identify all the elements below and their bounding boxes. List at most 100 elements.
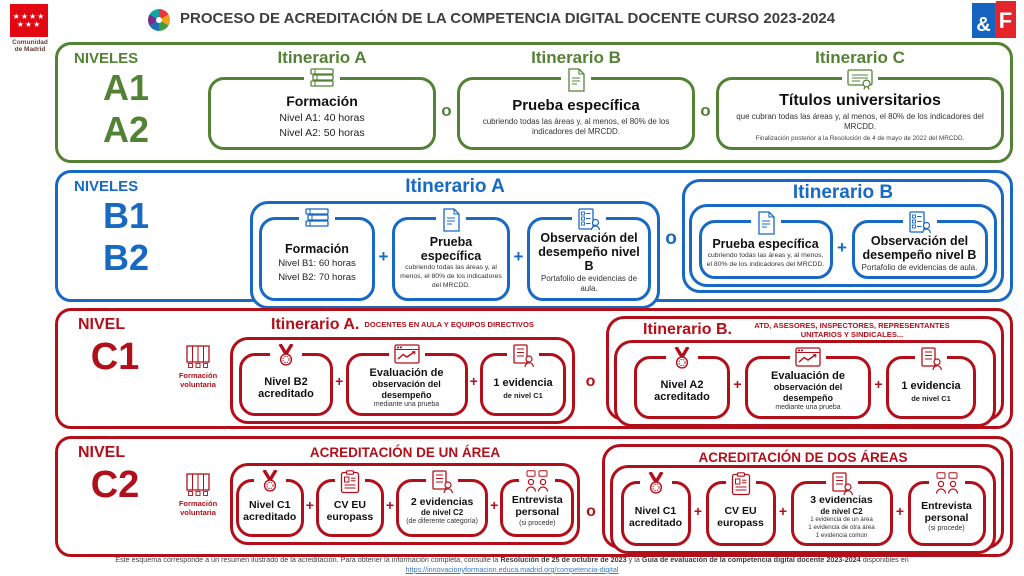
itinerary-subtitle: DOCENTES EN AULA Y EQUIPOS DIRECTIVOS	[364, 320, 534, 330]
observation-icon	[902, 211, 937, 235]
cv-europass-box: CV EU europass	[315, 470, 384, 537]
level-c1-column: NIVEL C1	[58, 311, 166, 426]
step-heading: 1 evidencia	[901, 380, 961, 393]
itinerary-a-formacion: Itinerario A Formación Nivel A1: 40 hora…	[208, 45, 436, 160]
step-line: 1 evidencia de un área	[810, 515, 873, 523]
step-detail: cubriendo todas las áreas y, al menos, e…	[400, 264, 502, 289]
nivel-acreditado-box: Nivel B2 acreditado	[239, 344, 333, 416]
prueba-box: Prueba específica cubriendo todas las ár…	[457, 68, 695, 150]
step-heading: Prueba específica	[512, 96, 640, 114]
level-c2-band: NIVEL C2 Formación voluntaria ACREDITACI…	[55, 436, 1013, 557]
plus-connector: +	[378, 246, 389, 266]
evidencia-box: 1 evidencia de nivel C1	[886, 346, 976, 419]
madrid-flag-icon: ★★★★★★★	[10, 4, 48, 37]
itinerary-b-group: Itinerario B. ATD, ASESORES, INSPECTORES…	[606, 316, 1004, 427]
plus-connector: +	[513, 246, 524, 266]
group-title: ACREDITACIÓN DE DOS ÁREAS	[698, 450, 908, 465]
formacion-box: Formación Nivel B1: 60 horas Nivel B2: 7…	[259, 208, 375, 301]
plus-connector: +	[895, 502, 905, 519]
document-icon	[436, 208, 466, 232]
titulos-box: Títulos universitarios que cubran todas …	[716, 68, 1004, 150]
itinerary-heading: Itinerario B. ATD, ASESORES, INSPECTORES…	[643, 321, 967, 340]
step-subheading: de nivel C1	[503, 390, 543, 400]
step-line: Nivel A2: 50 horas	[279, 127, 365, 140]
medal-icon	[270, 344, 302, 368]
step-heading: Formación	[286, 93, 358, 110]
step-heading: Formación	[285, 241, 349, 256]
itinerary-heading: Itinerario A. DOCENTES EN AULA Y EQUIPOS…	[271, 316, 534, 334]
document-icon	[750, 211, 781, 235]
entrevista-box: Entrevista personal (si procede)	[907, 472, 986, 547]
itinerary-b-group: Itinerario B Prueba específica cubriendo…	[682, 179, 1004, 293]
itinerary-a-group: Itinerario A Formación Nivel B1: 60 hora…	[250, 173, 660, 309]
plus-connector: +	[385, 497, 395, 513]
evidencia-box: 1 evidencia de nivel C1	[480, 344, 566, 416]
evaluation-icon	[388, 344, 425, 366]
evidence-icon	[825, 472, 858, 496]
acreditacion-dos-areas-group: ACREDITACIÓN DE DOS ÁREAS Nivel C1 acred…	[602, 444, 1004, 555]
levels-b-band: NIVELES B1 B2 Itinerario A Formación Niv…	[55, 170, 1013, 309]
footer: Este esquema corresponde a un resumen il…	[0, 555, 1024, 575]
itinerary-a-steps: Formación Nivel B1: 60 horas Nivel B2: 7…	[250, 201, 660, 309]
books-icon	[299, 208, 335, 228]
medal-icon	[666, 346, 698, 371]
niveles-label: NIVELES	[74, 50, 139, 67]
step-detail: (de diferente categoría)	[406, 518, 478, 526]
step-line: 1 evidencia común	[815, 532, 868, 540]
bf-logo-ampersand: &	[972, 3, 996, 38]
step-detail: cubriendo todas las áreas y, al menos, e…	[706, 252, 825, 269]
footer-text: Este esquema corresponde a un resumen il…	[115, 554, 501, 564]
level-c1: C1	[90, 336, 140, 378]
prueba-box: Prueba específica cubriendo todas las ár…	[392, 208, 510, 301]
bookshelf-icon	[185, 472, 211, 497]
level-a2: A2	[102, 109, 150, 151]
level-b2: B2	[102, 237, 150, 279]
step-heading: Evaluación de	[369, 367, 444, 379]
entrevista-box: Entrevista personal (si procede)	[500, 470, 575, 537]
step-line: Nivel B2: 70 horas	[278, 271, 356, 283]
step-heading: CV EU europass	[717, 504, 764, 529]
itinerary-subtitle: ATD, ASESORES, INSPECTORES, REPRESENTANT…	[754, 321, 950, 340]
step-line: 1 evidencia de otra área	[808, 524, 875, 531]
madrid-caption-line1: Comunidad	[12, 39, 48, 46]
itinerary-b-steps: Nivel A2 acreditado + Evaluación de obse…	[614, 339, 996, 427]
step-heading: Nivel C1 acreditado	[628, 504, 683, 529]
itinerary-c-titulos: Itinerario C Títulos universitarios que …	[716, 45, 1004, 160]
bf-logo-f: F	[995, 3, 1016, 38]
evaluacion-box: Evaluación de observación del desempeño …	[345, 344, 468, 416]
plus-connector: +	[837, 237, 847, 257]
step-heading: Nivel A2 acreditado	[654, 379, 710, 404]
evidencias-box: 2 evidencias de nivel C2 (de diferente c…	[396, 470, 489, 537]
step-heading: Prueba específica	[420, 235, 482, 264]
itinerary-title: Itinerario C	[815, 48, 905, 67]
formacion-voluntaria-label: Formación voluntaria	[178, 370, 218, 389]
evidence-icon	[426, 470, 459, 494]
step-heading: Observación del desempeño nivel B	[538, 231, 640, 273]
footer-link[interactable]: https://innovacionyformacion.educa.madri…	[405, 564, 619, 574]
levels-a-column: NIVELES A1 A2	[58, 45, 208, 160]
document-icon	[561, 68, 591, 92]
step-subheading: de nivel C2	[820, 506, 863, 516]
step-heading: Nivel C1 acreditado	[243, 499, 297, 523]
plus-connector: +	[733, 376, 742, 393]
madrid-caption-line2: de Madrid	[14, 46, 46, 54]
footer-note: Este esquema corresponde a un resumen il…	[0, 555, 1024, 565]
evaluation-icon	[790, 346, 826, 369]
step-detail: Portafolio de evidencias de aula.	[861, 263, 978, 272]
step-detail: Portafolio de evidencias de aula.	[540, 274, 638, 294]
cv-icon	[725, 472, 756, 496]
plus-connector: +	[490, 497, 499, 513]
step-subheading: observación del desempeño	[372, 379, 441, 400]
books-icon	[304, 68, 340, 88]
or-connector: o	[665, 228, 677, 249]
plus-connector: +	[335, 373, 344, 390]
step-heading: Evaluación de	[771, 369, 845, 382]
or-connector: o	[441, 100, 452, 120]
bf-logo-strip	[996, 1, 1016, 7]
step-detail: que cubran todas las áreas y, al menos, …	[736, 112, 984, 132]
pinwheel-logo-icon	[148, 9, 170, 31]
evaluacion-box: Evaluación de observación del desempeño …	[745, 346, 871, 419]
plus-connector: +	[778, 502, 788, 519]
step-detail: (si procede)	[928, 525, 965, 533]
